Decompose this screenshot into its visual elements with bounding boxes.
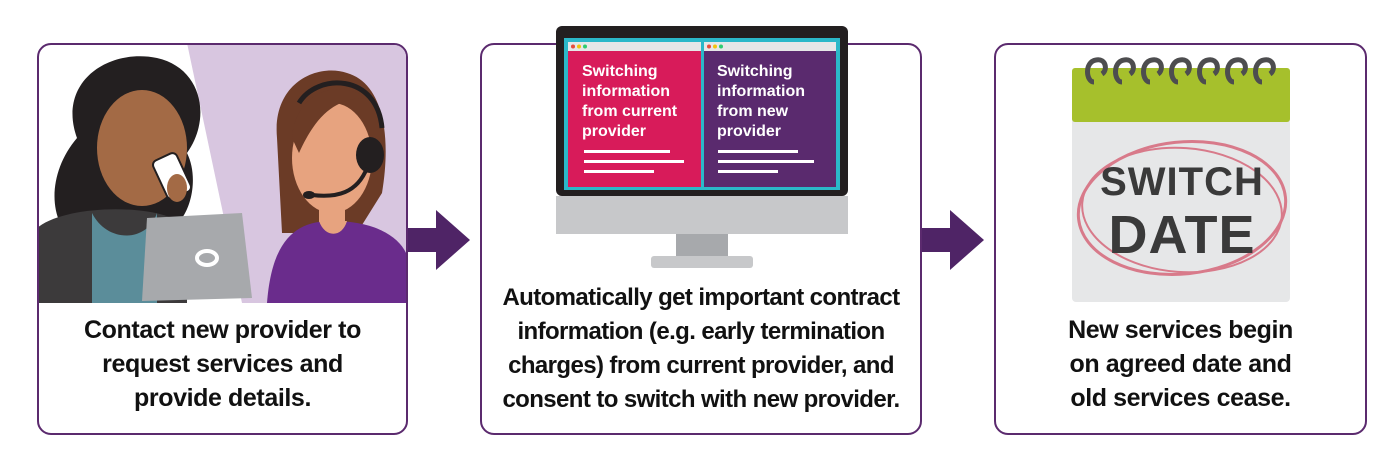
- panel-line: information: [717, 83, 805, 100]
- step-1-caption: Contact new provider to request services…: [39, 313, 406, 415]
- monitor-icon: [556, 26, 848, 268]
- caption-line: consent to switch with new provider.: [502, 386, 900, 413]
- panel-line: provider: [717, 123, 782, 140]
- new-provider-panel-text: Switching information from new provider: [717, 62, 835, 142]
- people-phone-illustration: [39, 45, 406, 303]
- caption-line: request services and: [102, 350, 343, 378]
- phone-icon: [151, 152, 193, 202]
- caption-line: provide details.: [134, 384, 311, 412]
- caption-line: on agreed date and: [1069, 350, 1292, 378]
- calendar-icon: [1072, 57, 1290, 302]
- laptop-icon: [142, 213, 252, 301]
- step-3-caption: New services begin on agreed date and ol…: [996, 313, 1365, 415]
- headset-icon: [296, 80, 385, 199]
- panel-line: Switching: [582, 63, 658, 80]
- date-circle: [1076, 139, 1288, 277]
- panel-line: from new: [717, 103, 789, 120]
- computer-monitor: Switching information from current provi…: [556, 26, 848, 270]
- caption-line: Automatically get important contract: [502, 284, 900, 311]
- calendar-illustration: SWITCH DATE: [1068, 48, 1296, 304]
- right-arrow-icon: [922, 210, 984, 270]
- step-3-card: New services begin on agreed date and ol…: [994, 43, 1367, 435]
- caption-line: Contact new provider to: [84, 316, 361, 344]
- panel-line: provider: [582, 123, 647, 140]
- calendar-switch-text: SWITCH: [1100, 160, 1264, 204]
- step-1-card: Contact new provider to request services…: [37, 43, 408, 435]
- caption-line: New services begin: [1068, 316, 1293, 344]
- right-arrow-icon: [408, 210, 470, 270]
- agent-face: [292, 103, 372, 213]
- panel-line: information: [582, 83, 670, 100]
- current-provider-panel-text: Switching information from current provi…: [582, 62, 700, 142]
- calendar-date-text: DATE: [1108, 205, 1256, 265]
- step-2-caption: Automatically get important contract inf…: [482, 281, 920, 417]
- panel-line: from current: [582, 103, 678, 120]
- panel-line: Switching: [717, 63, 793, 80]
- caption-line: information (e.g. early termination: [517, 318, 885, 345]
- caption-line: old services cease.: [1070, 384, 1291, 412]
- caption-line: charges) from current provider, and: [508, 352, 894, 379]
